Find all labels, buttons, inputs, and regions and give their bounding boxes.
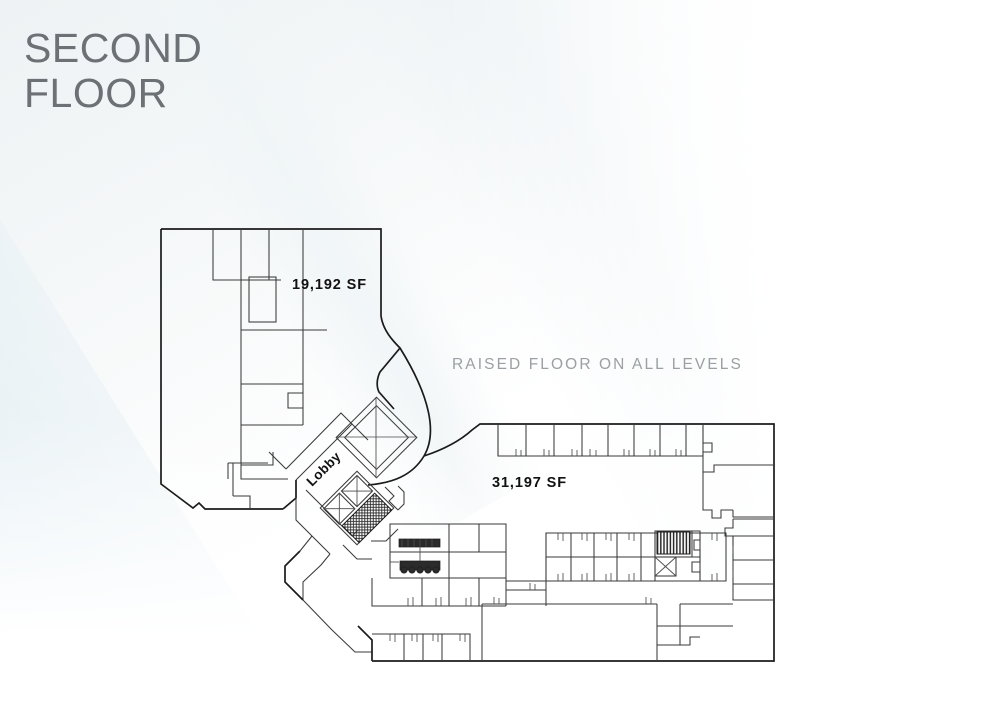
page-title: SECOND FLOOR	[24, 26, 202, 116]
background-fade-right	[437, 0, 997, 712]
west-wing-partitions	[212, 229, 327, 509]
room-label-lobby: Lobby	[304, 449, 344, 489]
atrium-skylight	[335, 396, 418, 479]
east-core	[654, 530, 727, 582]
raised-floor-note: RAISED FLOOR ON ALL LEVELS	[452, 356, 743, 373]
lower-central-rooms	[371, 578, 547, 607]
east-wing-top-offices	[497, 424, 704, 457]
bottom-office-row	[372, 633, 471, 661]
area-label-west: 19,192 SF	[292, 277, 367, 293]
page-title-line-2: FLOOR	[24, 70, 168, 116]
west-wing-outline	[160, 228, 402, 510]
area-label-east: 31,197 SF	[492, 475, 567, 491]
lower-right-large-room	[481, 597, 733, 661]
southwest-wedge	[284, 535, 313, 601]
page-title-line-1: SECOND	[24, 25, 203, 71]
east-wing-right-spine	[702, 424, 774, 601]
central-restroom-block	[389, 523, 507, 579]
